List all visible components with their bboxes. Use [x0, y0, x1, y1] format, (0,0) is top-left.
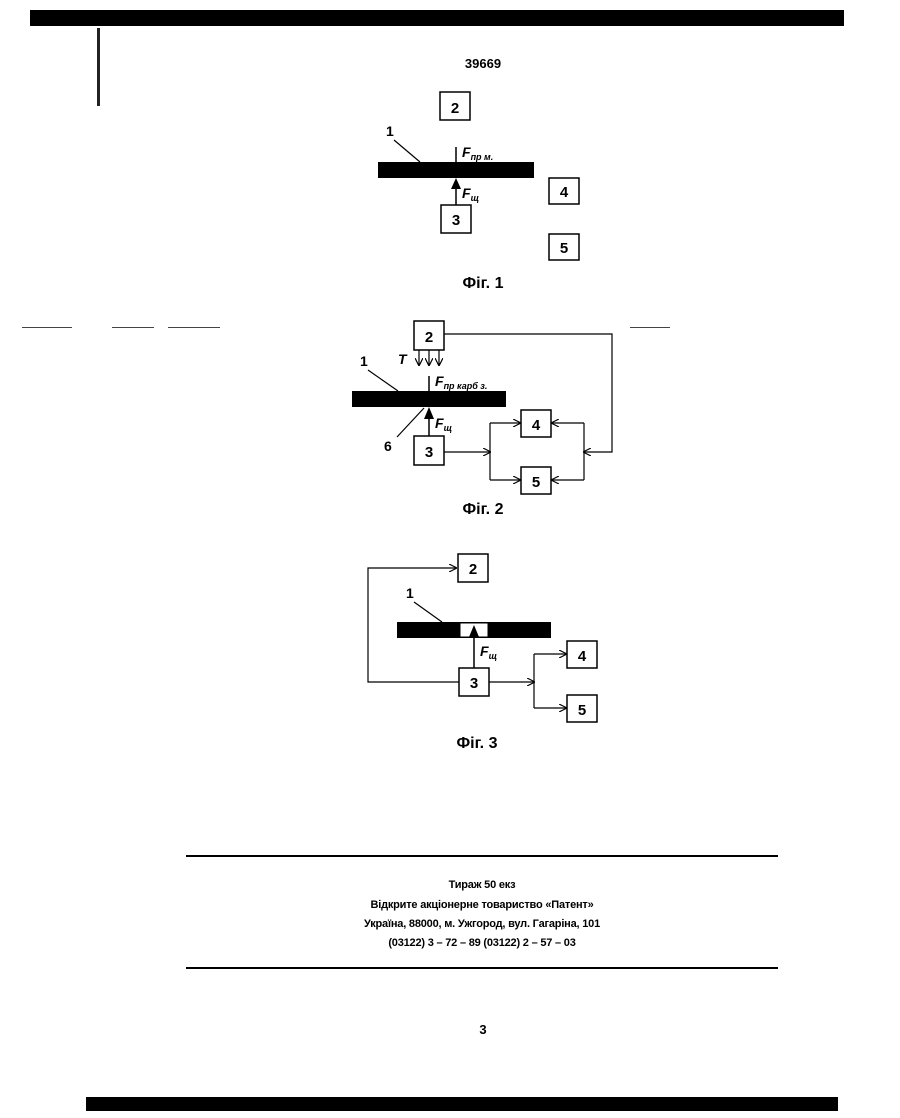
figure-2: 2 T 1 Fпр карб з. Fщ 6 3 4 5 — [352, 321, 612, 518]
fig3-block-4-label: 4 — [578, 648, 587, 665]
fig1-caption: Фіг. 1 — [463, 275, 504, 292]
figure-3: 2 1 Fщ 3 4 5 Фіг. 3 — [368, 554, 597, 752]
imprint-publisher: Відкрите акціонерне товариство «Патент» — [186, 899, 778, 911]
fig3-body-label: 1 — [406, 585, 414, 601]
fig3-caption: Фіг. 3 — [457, 735, 498, 752]
fig2-block-3-label: 3 — [425, 444, 433, 461]
fig1-block-2-label: 2 — [451, 100, 459, 117]
fig2-block-5-label: 5 — [532, 474, 540, 491]
fig1-body-label: 1 — [386, 123, 394, 139]
page-number: 3 — [0, 1022, 900, 1037]
imprint-top-rule — [186, 855, 778, 857]
fig1-force-top: Fпр м. — [462, 144, 493, 162]
fig2-body — [352, 391, 506, 407]
imprint-circulation: Тираж 50 екз — [186, 879, 778, 891]
fig1-block-4-label: 4 — [560, 184, 569, 201]
fig1-block-5-label: 5 — [560, 240, 568, 257]
imprint-address: Україна, 88000, м. Ужгород, вул. Гагарін… — [186, 918, 778, 930]
fig2-temperature-label: T — [398, 351, 408, 367]
fig1-force-bottom: Fщ — [462, 185, 479, 203]
fig3-force-bottom: Fщ — [480, 643, 497, 661]
fig2-force-top: Fпр карб з. — [435, 373, 487, 391]
fig2-point-label: 6 — [384, 438, 392, 454]
figures-drawing: 2 1 Fпр м. Fщ 3 4 5 Фіг. 1 2 T 1 Fпр кар… — [0, 0, 900, 800]
fig3-block-5-label: 5 — [578, 702, 586, 719]
fig2-body-leader — [368, 370, 398, 391]
fig2-block-2-label: 2 — [425, 329, 433, 346]
fig3-body-leader — [414, 602, 442, 622]
imprint-phones: (03122) 3 – 72 – 89 (03122) 2 – 57 – 03 — [186, 937, 778, 949]
fig2-force-arrowhead — [424, 407, 434, 419]
fig1-block-3-label: 3 — [452, 212, 460, 229]
fig2-body-label: 1 — [360, 353, 368, 369]
fig1-body-leader — [394, 140, 420, 162]
fig2-force-bottom: Fщ — [435, 415, 452, 433]
fig2-block-4-label: 4 — [532, 417, 541, 434]
figure-1: 2 1 Fпр м. Fщ 3 4 5 Фіг. 1 — [378, 92, 579, 292]
bottom-scan-border — [86, 1097, 838, 1111]
fig3-block-2-label: 2 — [469, 561, 477, 578]
fig1-force-arrowhead — [451, 178, 461, 189]
fig2-caption: Фіг. 2 — [463, 501, 504, 518]
fig2-point-leader — [397, 408, 424, 437]
fig1-body — [378, 162, 534, 178]
imprint-bottom-rule — [186, 967, 778, 969]
fig3-block-3-label: 3 — [470, 675, 478, 692]
